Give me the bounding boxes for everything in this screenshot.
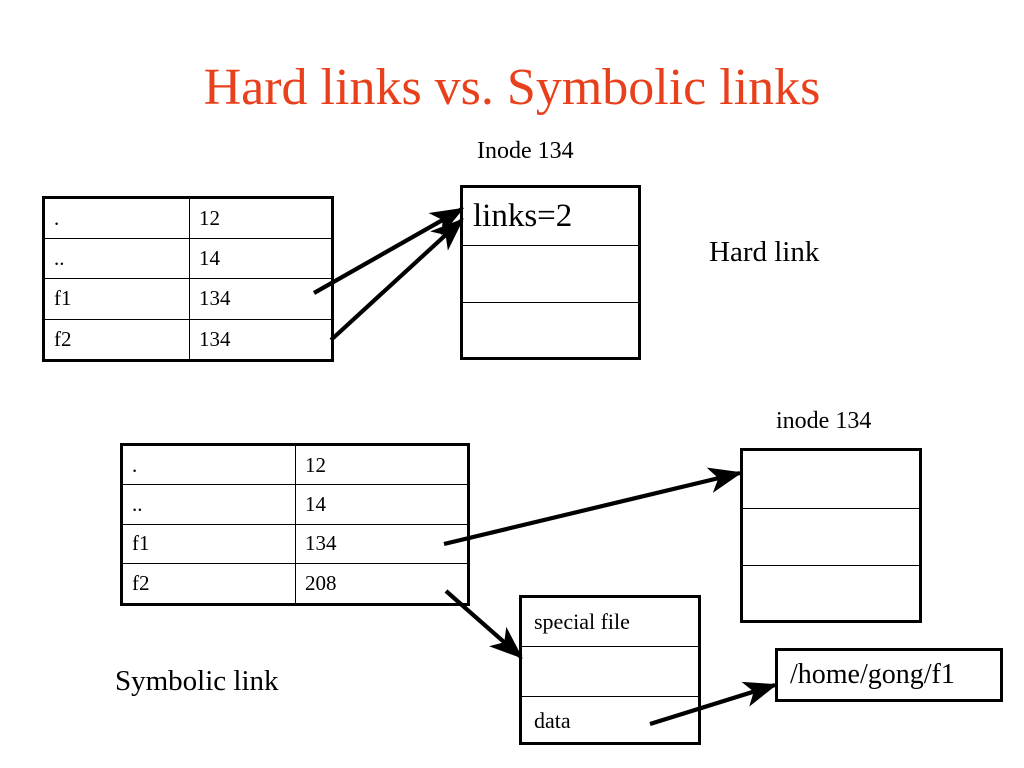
inode-row-links: links=2 xyxy=(463,188,638,246)
dir-entry-name: f2 xyxy=(45,319,190,360)
table-row: f2 134 xyxy=(45,319,331,360)
dir-entry-name: f1 xyxy=(45,279,190,319)
table-row: f2 208 xyxy=(123,564,467,604)
inode-row-empty-2 xyxy=(743,509,919,566)
dir-entry-inode: 14 xyxy=(305,492,326,517)
inode-label-symbolic-link: inode 134 xyxy=(776,408,872,434)
dir-entry-name: .. xyxy=(123,485,296,524)
special-file-box: special file data xyxy=(519,595,701,745)
inode-label-hard-link: Inode 134 xyxy=(477,138,574,164)
table-row: .. 14 xyxy=(123,485,467,525)
dir-entry-inode: 14 xyxy=(199,246,220,271)
table-row: . 12 xyxy=(45,199,331,240)
dir-entry-inode: 12 xyxy=(305,452,326,477)
symlink-target-path-box: /home/gong/f1 xyxy=(775,648,1003,702)
inode-box-symbolic-link xyxy=(740,448,922,623)
table-row: f1 134 xyxy=(45,279,331,320)
inode-row-empty-2 xyxy=(463,303,638,361)
dir-entry-inode: 134 xyxy=(199,327,231,352)
special-file-row-data: data xyxy=(534,708,571,734)
table-row: f1 134 xyxy=(123,524,467,565)
hard-link-caption: Hard link xyxy=(709,236,820,268)
dir-entry-name: .. xyxy=(45,239,190,279)
symbolic-link-caption: Symbolic link xyxy=(115,665,279,697)
page-title: Hard links vs. Symbolic links xyxy=(203,59,821,116)
arrow-f1-to-inode-symbolic xyxy=(443,467,743,547)
inode-row-empty-1 xyxy=(743,451,919,509)
dir-entry-name: f1 xyxy=(123,524,296,564)
arrow-f2-to-inode-hard xyxy=(329,218,464,342)
dir-entry-name: f2 xyxy=(123,564,296,604)
arrow-f1-to-inode-hard xyxy=(312,207,465,295)
symbolic-link-directory-table: . 12 .. 14 f1 134 f2 208 xyxy=(120,443,470,606)
special-file-row-title: special file xyxy=(522,598,698,648)
inode-row-empty-1 xyxy=(463,246,638,303)
inode-box-hard-link: links=2 xyxy=(460,185,641,360)
table-row: . 12 xyxy=(123,446,467,486)
special-file-row-empty xyxy=(522,647,698,697)
hard-link-directory-table: . 12 .. 14 f1 134 f2 134 xyxy=(42,196,334,362)
inode-row-empty-3 xyxy=(743,566,919,624)
dir-entry-inode: 208 xyxy=(305,571,337,596)
dir-entry-inode: 12 xyxy=(199,206,220,231)
dir-entry-inode: 134 xyxy=(305,531,337,556)
dir-entry-name: . xyxy=(123,446,296,485)
dir-entry-inode: 134 xyxy=(199,286,231,311)
table-row: .. 14 xyxy=(45,239,331,280)
dir-entry-name: . xyxy=(45,199,190,239)
